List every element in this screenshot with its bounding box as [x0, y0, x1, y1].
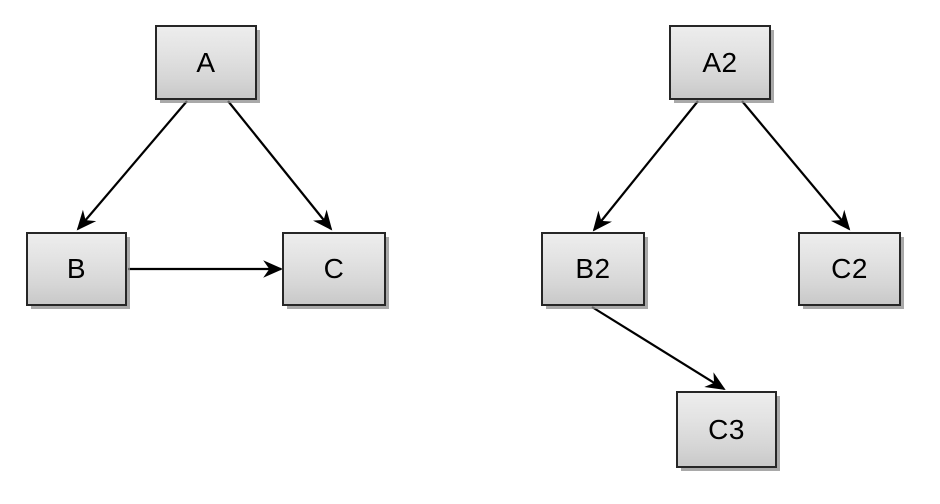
node-a[interactable]: A — [155, 25, 257, 100]
edge-a-to-c — [227, 100, 333, 231]
edge-a2-to-b2 — [592, 100, 699, 232]
node-c2[interactable]: C2 — [798, 232, 901, 306]
edge-a-to-b — [76, 100, 188, 231]
node-b2[interactable]: B2 — [541, 232, 645, 306]
node-label-c3: C3 — [708, 413, 745, 445]
node-label-b2: B2 — [575, 253, 611, 284]
node-label-b: B — [66, 253, 87, 284]
edge-b2-to-c3 — [591, 306, 726, 391]
node-b[interactable]: B — [26, 232, 127, 306]
node-label-a: A — [196, 46, 216, 78]
node-label-c: C — [323, 253, 345, 284]
edge-a2-to-c2 — [741, 100, 851, 231]
node-c[interactable]: C — [282, 232, 386, 306]
node-a2[interactable]: A2 — [669, 25, 771, 100]
edges-group — [76, 100, 851, 391]
node-c3[interactable]: C3 — [676, 391, 777, 468]
node-label-a2: A2 — [702, 46, 738, 78]
node-label-c2: C2 — [831, 253, 868, 284]
